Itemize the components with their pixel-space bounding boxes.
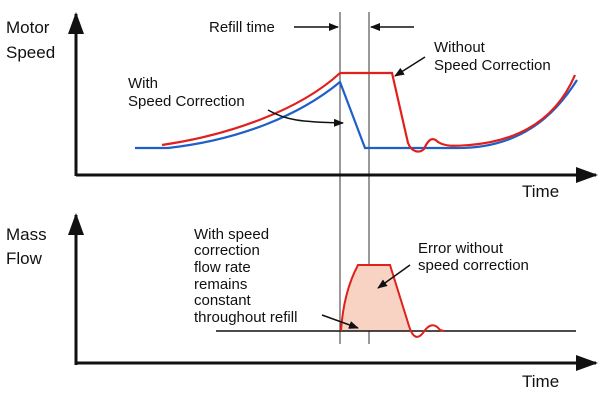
- constant-flow-note: With speed correction flow rate remains …: [194, 226, 297, 326]
- bottom-x-label: Time: [522, 372, 559, 391]
- error-label-1: Error without: [418, 240, 504, 257]
- note-line: remains: [194, 276, 247, 293]
- error-label-2: speed correction: [418, 257, 529, 274]
- refill-time-label: Refill time: [209, 19, 275, 36]
- with-arrow: [267, 109, 344, 127]
- top-y-label-2: Speed: [6, 43, 55, 62]
- bottom-y-label-1: Mass: [6, 225, 47, 244]
- error-curve: [340, 264, 445, 338]
- note-line: With speed: [194, 226, 269, 243]
- with-label-2: Speed Correction: [128, 93, 245, 110]
- with-label-1: With: [128, 75, 158, 92]
- note-line: correction: [194, 242, 260, 259]
- without-label-1: Without: [434, 39, 486, 56]
- top-y-label-1: Motor: [6, 18, 50, 37]
- without-correction-curve: [161, 71, 577, 153]
- error-arrow: [377, 264, 411, 289]
- note-line: flow rate: [194, 259, 251, 276]
- note-line: throughout refill: [194, 309, 297, 326]
- without-arrow: [394, 56, 426, 77]
- without-label-2: Speed Correction: [434, 57, 551, 74]
- top-x-label: Time: [522, 182, 559, 201]
- error-area: [341, 265, 410, 331]
- bottom-y-label-2: Flow: [6, 249, 43, 268]
- note-line: constant: [194, 292, 252, 309]
- note-arrow: [321, 314, 359, 329]
